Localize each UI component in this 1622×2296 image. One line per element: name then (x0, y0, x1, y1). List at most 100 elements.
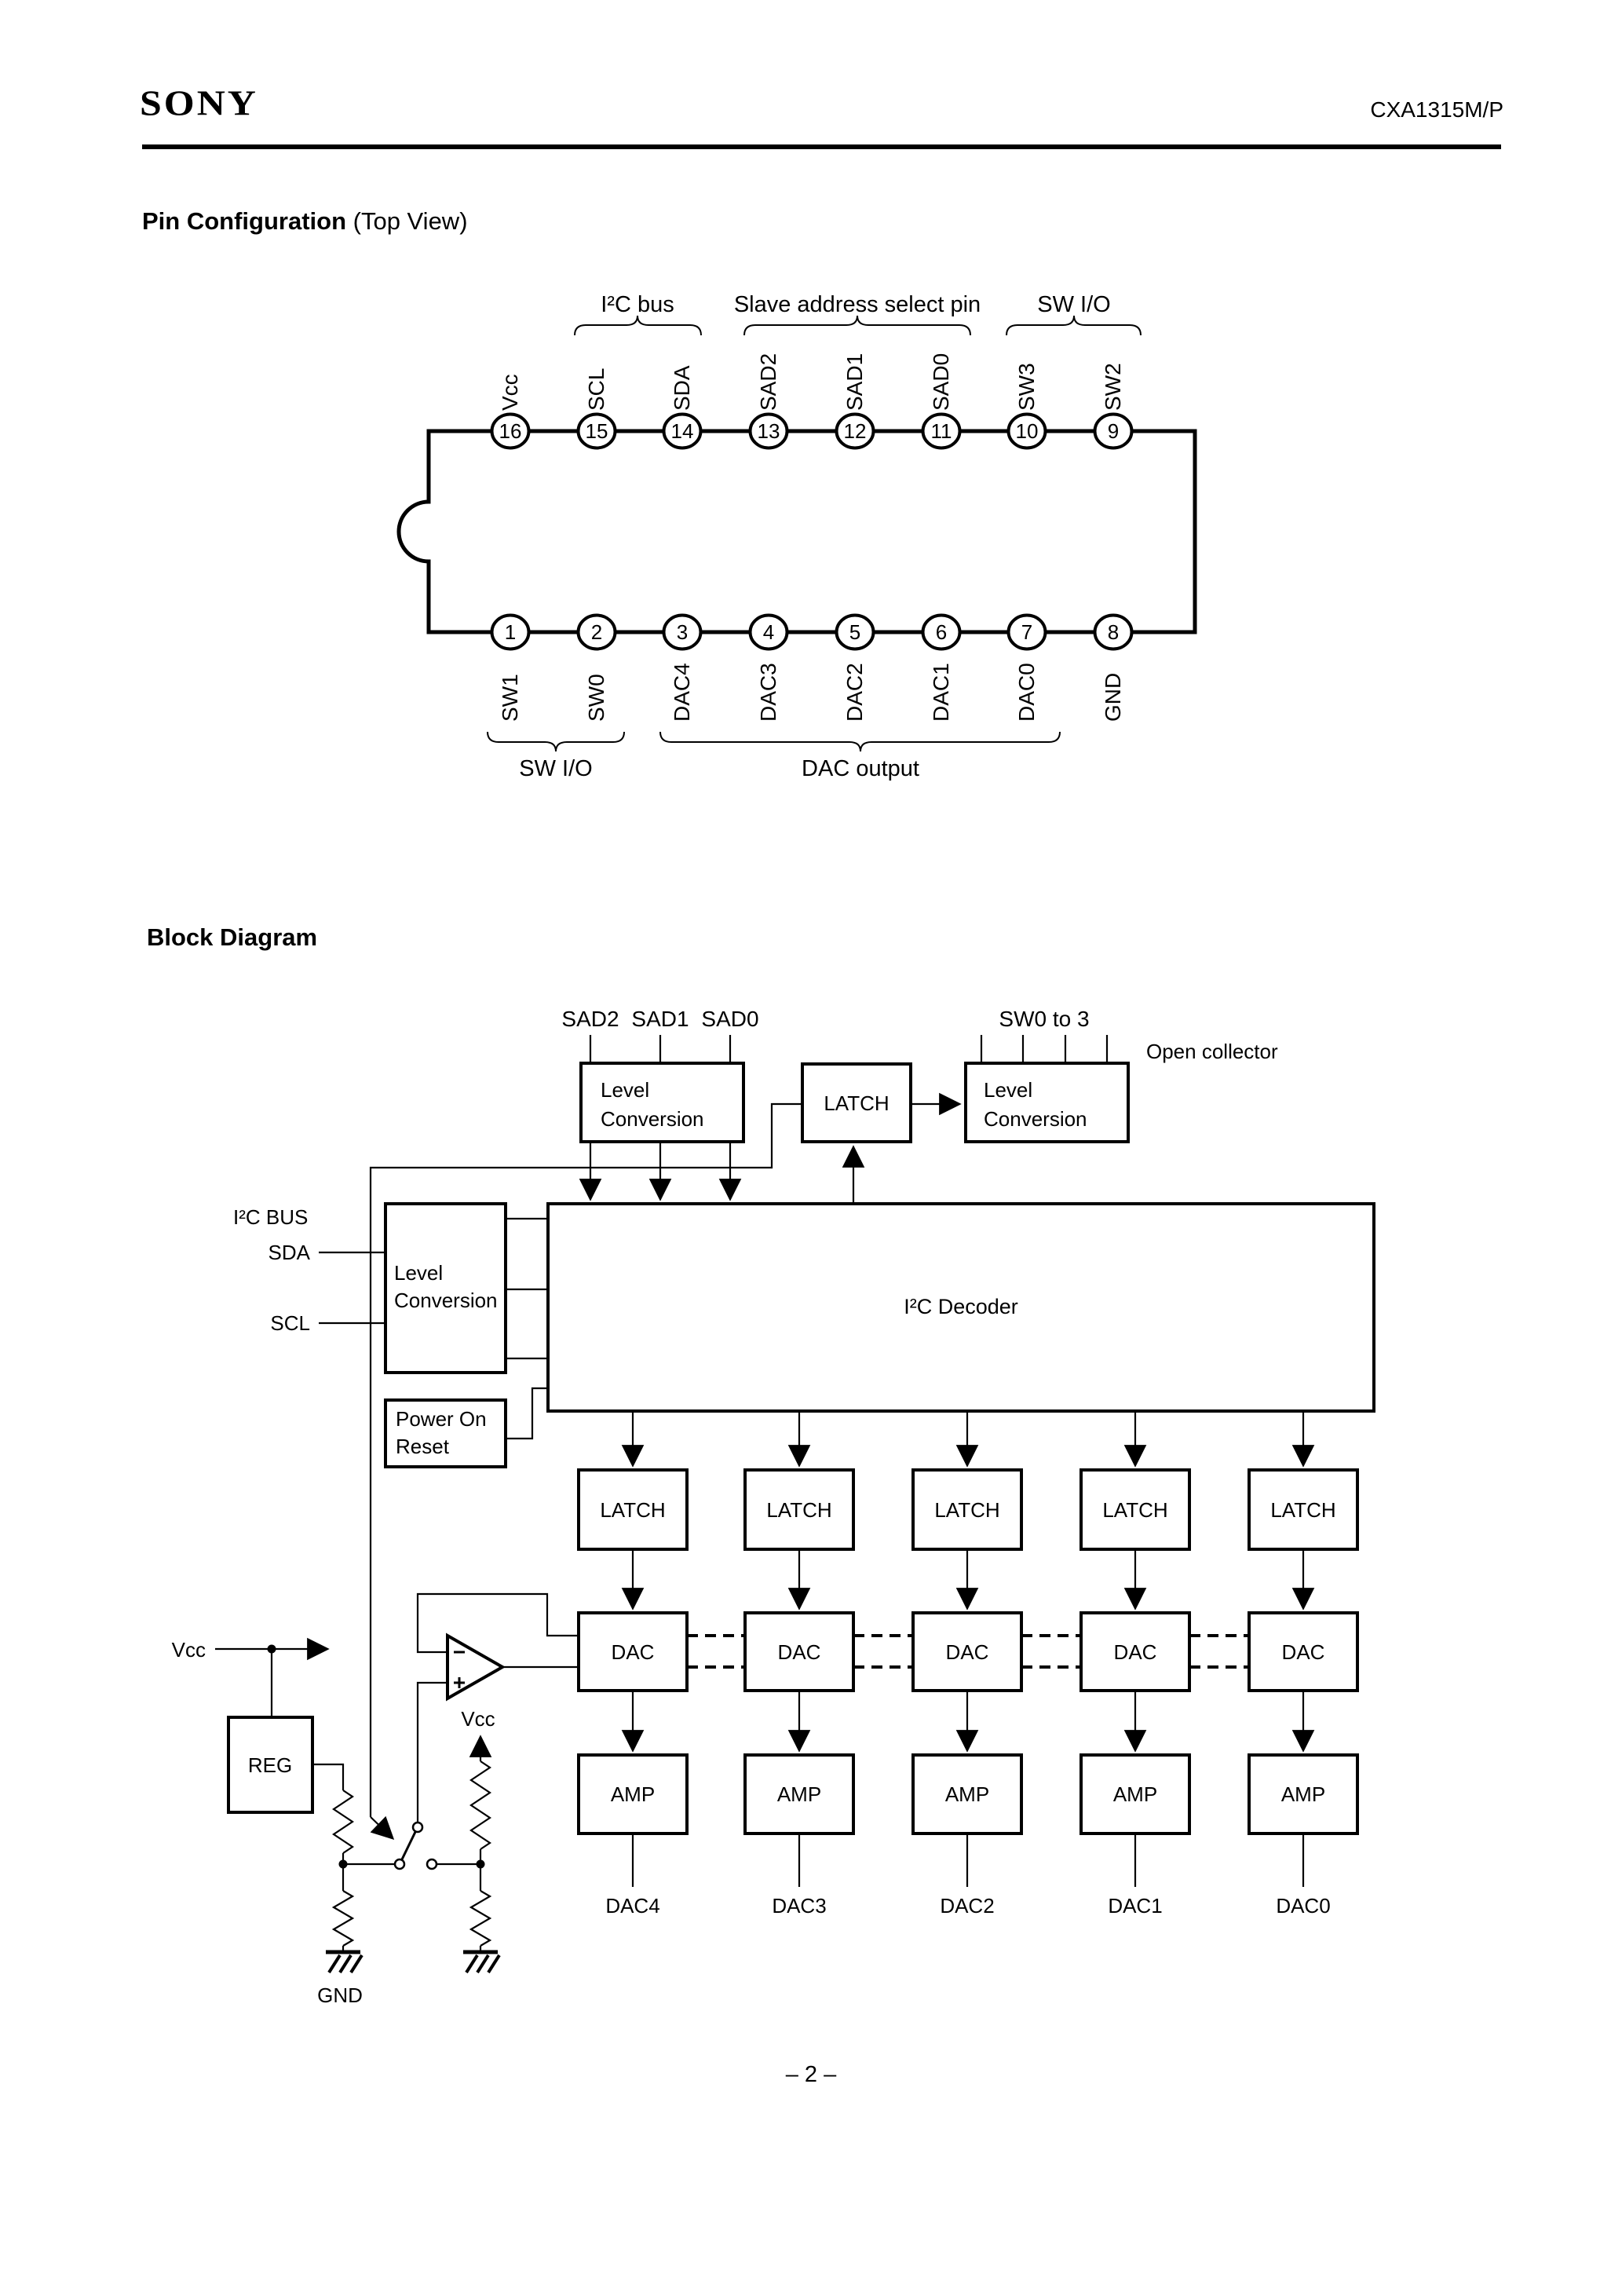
latch-box (911, 1468, 1023, 1551)
dac-box (743, 1611, 855, 1692)
i2c-bus-label: I²C BUS (233, 1205, 308, 1229)
group-label-dac-output: DAC output (802, 756, 919, 781)
pin-configuration-title-suffix: (Top View) (346, 207, 468, 235)
pin-number: 2 (591, 620, 602, 644)
pin-circle (1006, 613, 1047, 651)
dac-label: DAC (612, 1640, 655, 1664)
amp-label: AMP (1113, 1782, 1157, 1806)
resistor-icon (332, 1790, 354, 1854)
pin-number: 14 (671, 419, 694, 443)
pin-number: 10 (1016, 419, 1039, 443)
amp-box (1080, 1753, 1191, 1835)
vcc-divider-label: Vcc (461, 1707, 495, 1731)
pin-number: 11 (931, 419, 952, 443)
amp-box (911, 1753, 1023, 1835)
part-number: CXA1315M/P (1370, 97, 1503, 122)
pin-configuration-heading: Pin Configuration (Top View) (142, 207, 468, 236)
ground-icon (326, 1950, 363, 1974)
pin-number: 6 (936, 620, 947, 644)
pin-circle (921, 412, 962, 450)
group-label-i2c-bus: I²C bus (601, 292, 674, 317)
brace-slave-address (743, 315, 971, 336)
header-rule (142, 144, 1501, 149)
pin-label: SW0 (584, 674, 608, 722)
power-on-reset-box (384, 1398, 507, 1468)
switch-control-arrow (370, 1815, 395, 1840)
latch-sw-box (801, 1062, 912, 1143)
brace-sw-io-top (1006, 315, 1142, 336)
dac-label: DAC (1282, 1640, 1325, 1664)
opamp-plus-wire (416, 1681, 448, 1823)
level-conversion-bus-line2: Conversion (394, 1289, 498, 1312)
pin-number: 1 (505, 620, 516, 644)
amp-label: AMP (611, 1782, 655, 1806)
switch-pivot (411, 1821, 424, 1834)
switch-lever (400, 1831, 417, 1860)
output-label: DAC0 (1276, 1894, 1330, 1918)
pin-label: SW2 (1101, 363, 1125, 411)
reg-label: REG (248, 1753, 292, 1777)
resistor-icon (469, 1890, 492, 1947)
pin-circle (1006, 412, 1047, 450)
power-on-reset-line2: Reset (396, 1435, 450, 1458)
open-collector-label: Open collector (1146, 1040, 1278, 1063)
pin-circle (748, 613, 789, 651)
pin-number: 8 (1108, 620, 1119, 644)
latch-label: LATCH (1102, 1498, 1167, 1522)
amp-box (743, 1753, 855, 1835)
group-label-sw-io-top: SW I/O (1037, 292, 1110, 317)
amp-box (577, 1753, 689, 1835)
dac-label: DAC (1114, 1640, 1157, 1664)
pin-configuration-title: Pin Configuration (142, 207, 347, 235)
pin-label: DAC3 (756, 663, 780, 722)
ic-package-outline (396, 429, 1197, 634)
brace-dac-output (659, 731, 1061, 752)
pin-label: SAD0 (929, 353, 953, 411)
level-conversion-sad-line1: Level (601, 1078, 649, 1102)
pin-circle (921, 613, 962, 651)
latch-box (1248, 1468, 1359, 1551)
pin-circle (490, 613, 531, 651)
pin-circle (576, 613, 617, 651)
page-number: – 2 – (785, 2062, 837, 2087)
resistor-icon (469, 1760, 491, 1850)
power-on-reset-line1: Power On (396, 1407, 487, 1431)
switch-control-wire (369, 1102, 802, 1817)
opamp-feedback-wire (416, 1592, 579, 1654)
pin-circle (835, 613, 875, 651)
resistor-icon (331, 1890, 355, 1947)
block-diagram: SAD2 SAD1 SAD0 SW0 to 3 Open collector L… (172, 1007, 1375, 2007)
amp-label: AMP (777, 1782, 821, 1806)
pin-label: SCL (584, 368, 608, 411)
level-conversion-sad-box (579, 1062, 745, 1143)
pin-circle (662, 613, 703, 651)
dac-box (1248, 1611, 1359, 1692)
sad2-label: SAD2 (561, 1007, 619, 1031)
pin-number: 4 (763, 620, 774, 644)
pin-circle (1093, 412, 1134, 450)
sony-logo: SONY (140, 82, 258, 123)
pin-number: 13 (758, 419, 780, 443)
pin-label: SW1 (498, 674, 522, 722)
switch-contact-right (426, 1858, 438, 1870)
amp-label: AMP (945, 1782, 989, 1806)
pin-label: SDA (670, 365, 694, 411)
group-label-sw-io-bottom: SW I/O (519, 756, 592, 781)
amp-label: AMP (1281, 1782, 1325, 1806)
pin-circle (1093, 613, 1134, 651)
sad1-label: SAD1 (631, 1007, 689, 1031)
pin-label: DAC0 (1014, 663, 1039, 722)
level-conversion-sad-line2: Conversion (601, 1107, 704, 1131)
ground-icon (463, 1950, 501, 1974)
pin-circle (662, 412, 703, 450)
sda-label: SDA (269, 1241, 311, 1264)
output-label: DAC2 (940, 1894, 994, 1918)
dac-label: DAC (946, 1640, 989, 1664)
scl-label: SCL (270, 1311, 310, 1335)
latch-sw-label: LATCH (824, 1091, 889, 1115)
pin-label: Vcc (498, 374, 522, 411)
group-label-slave-address: Slave address select pin (734, 292, 981, 317)
sw0-to-3-label: SW0 to 3 (999, 1007, 1089, 1031)
level-conversion-sw-line2: Conversion (984, 1107, 1087, 1131)
dac-box (1080, 1611, 1191, 1692)
